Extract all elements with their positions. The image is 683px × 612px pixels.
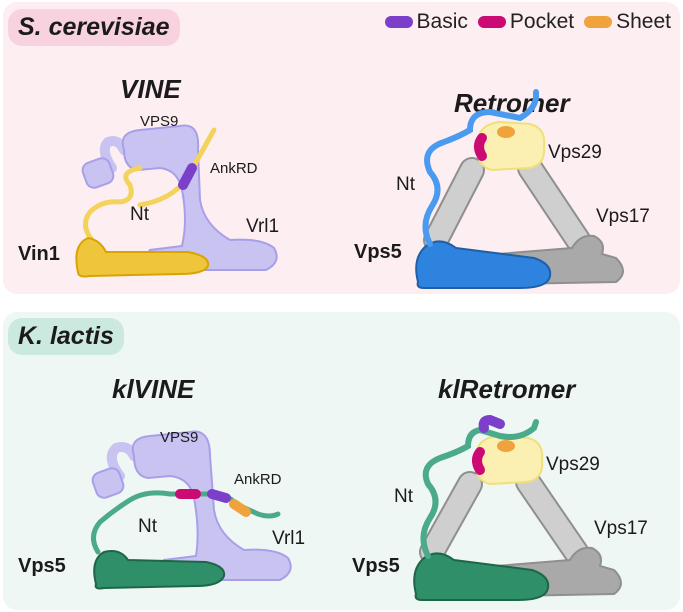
vps9-label-top: VPS9: [140, 113, 178, 130]
vine-title-bottom: klVINE: [112, 374, 195, 404]
ankrd-label-bottom: AnkRD: [234, 471, 282, 488]
vps29-label-bottom: Vps29: [546, 454, 600, 475]
vps5-nt-tail-bottom: [420, 419, 539, 559]
vps5-body-top: [415, 240, 552, 289]
pocket-motif-bottom: [472, 447, 485, 475]
legend-swatch-sheet: [584, 16, 613, 28]
nt-tail-bottom: [91, 490, 281, 555]
nt-label-retromer-top: Nt: [396, 174, 416, 195]
retromer-title-top: Retromer: [454, 88, 571, 118]
vps5-label-vine-bottom: Vps5: [18, 555, 66, 577]
vrl1-vps9-small-domain-bottom: [91, 467, 125, 499]
vin1-label-top: Vin1: [18, 243, 60, 265]
vps9-label-bottom-text: VPS9: [160, 429, 198, 446]
legend-item-pocket: Pocket: [477, 10, 575, 34]
retromer-complex-bottom: klRetromer Vps17 Vps5 Vps29 Nt: [352, 374, 648, 601]
legend: Basic Pocket Sheet: [384, 10, 671, 34]
vps5-label-bottom: Vps5: [352, 555, 400, 577]
sheet-motif-bottom: [497, 440, 515, 452]
retromer-arm-left-fill-top: [425, 159, 483, 251]
sheet-motif-top: [497, 126, 515, 138]
vps29-label-top: Vps29: [548, 142, 602, 163]
retromer-arm-left-fill-bottom: [421, 473, 481, 563]
nt-label-retromer-bottom: Nt: [394, 486, 414, 507]
retromer-arm-right-fill-bottom: [517, 471, 587, 563]
retromer-complex-top: Retromer Vps17 Vps5 Vps29 Nt: [354, 88, 650, 289]
vin1-body-top: [75, 236, 210, 278]
vrl1-vps9-small-domain-top: [81, 157, 115, 189]
retromer-title-bottom: klRetromer: [438, 374, 577, 404]
basic-motif-bottom: [207, 489, 231, 503]
legend-item-sheet: Sheet: [584, 10, 671, 34]
vrl1-body-bottom: [131, 430, 292, 581]
basic-motif-retromer-bottom: [478, 414, 505, 433]
retromer-arm-right-fill-top: [519, 157, 589, 251]
vps17-label-bottom: Vps17: [594, 518, 648, 539]
vine-complex-bottom: klVINE VPS9 AnkRD Nt Vrl1 Vps5: [18, 374, 305, 590]
vrl1-label-top: Vrl1: [246, 216, 279, 237]
nt-label-vine-top: Nt: [130, 204, 150, 225]
species-label-bottom: K. lactis: [8, 318, 124, 355]
vps29-body-top: [476, 120, 546, 172]
vine-complex-top: VINE VPS9 AnkRD Nt Vrl1 Vin1: [18, 74, 279, 278]
vine-title-top: VINE: [120, 74, 181, 104]
vrl1-label-bottom: Vrl1: [272, 528, 305, 549]
vrl1-vps9-linker-top: [99, 136, 129, 173]
species-label-top: S. cerevisiae: [8, 9, 180, 46]
sheet-motif-vine-bottom: [229, 499, 251, 517]
pocket-motif-top: [474, 133, 487, 161]
legend-item-basic: Basic: [384, 10, 468, 34]
legend-label-basic: Basic: [416, 10, 468, 33]
legend-label-sheet: Sheet: [616, 10, 671, 33]
vps29-body-bottom: [474, 434, 544, 486]
vrl1-vps9-linker-bottom: [106, 442, 139, 481]
vps5-body-bottom: [413, 552, 550, 601]
legend-swatch-pocket: [477, 16, 506, 28]
vps5-label-top: Vps5: [354, 241, 402, 263]
legend-label-pocket: Pocket: [509, 10, 575, 33]
ankrd-label-top: AnkRD: [210, 160, 258, 177]
vps5-nt-tail-top: [422, 89, 539, 247]
legend-swatch-basic: [384, 16, 413, 28]
nt-tail-top: [83, 165, 143, 243]
vps17-label-top: Vps17: [596, 206, 650, 227]
vps5-body-vine-bottom: [93, 550, 226, 590]
basic-motif-top: [178, 163, 197, 190]
nt-label-vine-bottom: Nt: [138, 516, 158, 537]
vrl1-body-top: [121, 124, 278, 271]
